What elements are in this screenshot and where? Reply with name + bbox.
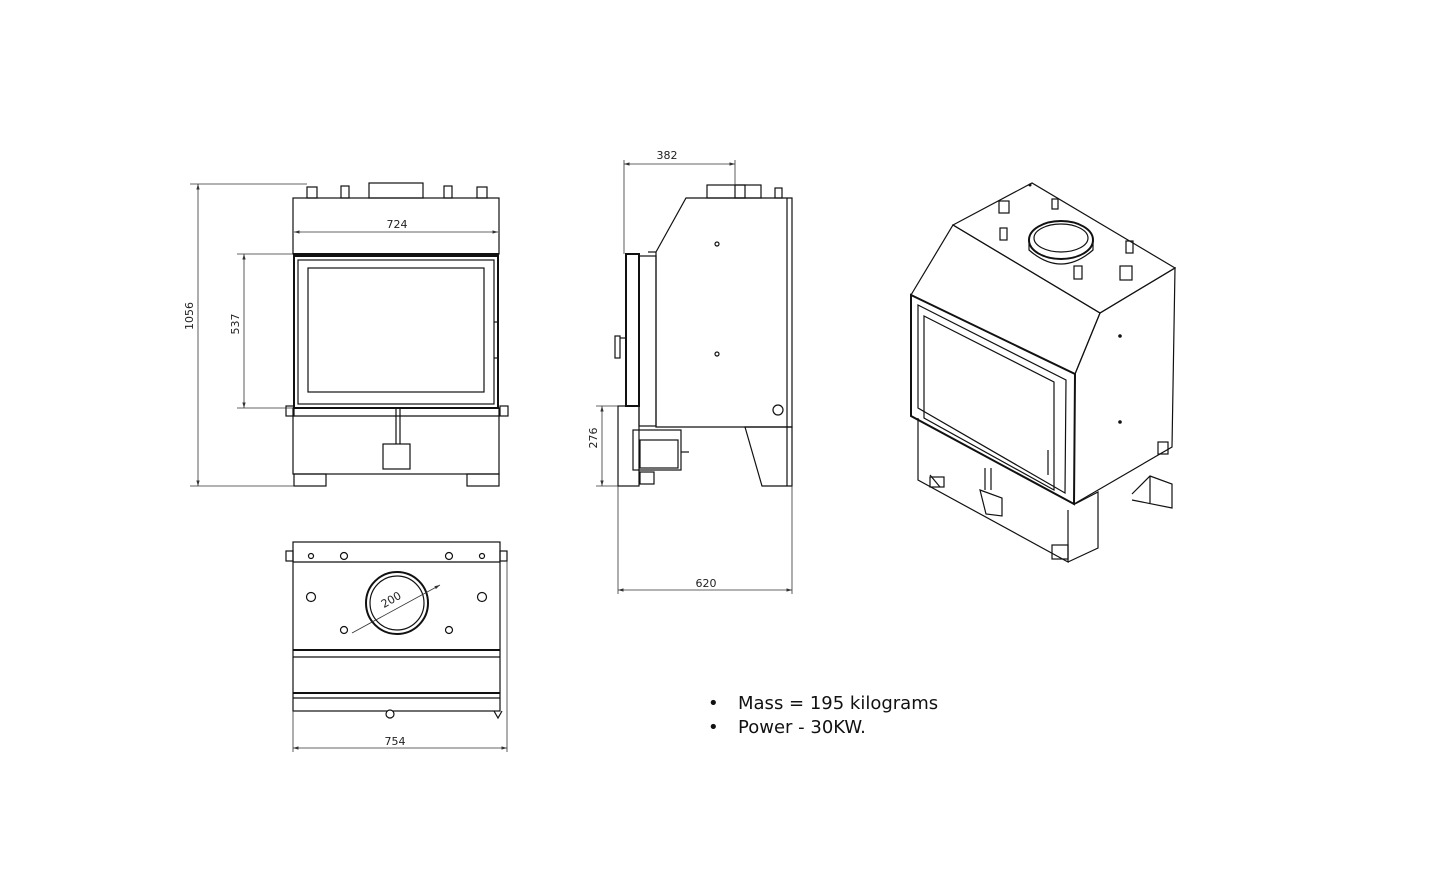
spec-power: Power - 30KW. [708, 716, 938, 740]
dim-flue-diameter: 200 [379, 589, 404, 611]
front-view: 724 1056 537 [183, 182, 509, 487]
dim-total-height: 1056 [183, 302, 196, 330]
dim-base-width: 754 [385, 735, 406, 748]
dim-front-width: 724 [387, 218, 408, 231]
spec-mass: Mass = 195 kilograms [708, 692, 938, 716]
dim-door-height: 537 [229, 314, 242, 335]
dim-base-height: 276 [587, 428, 600, 449]
top-view: 200 754 [285, 541, 508, 752]
spec-list: Mass = 195 kilograms Power - 30KW. [708, 692, 938, 740]
isometric-view [910, 182, 1177, 564]
dim-depth-top: 382 [657, 149, 678, 162]
dim-depth-total: 620 [696, 577, 717, 590]
side-view: 382 276 620 [587, 149, 793, 594]
